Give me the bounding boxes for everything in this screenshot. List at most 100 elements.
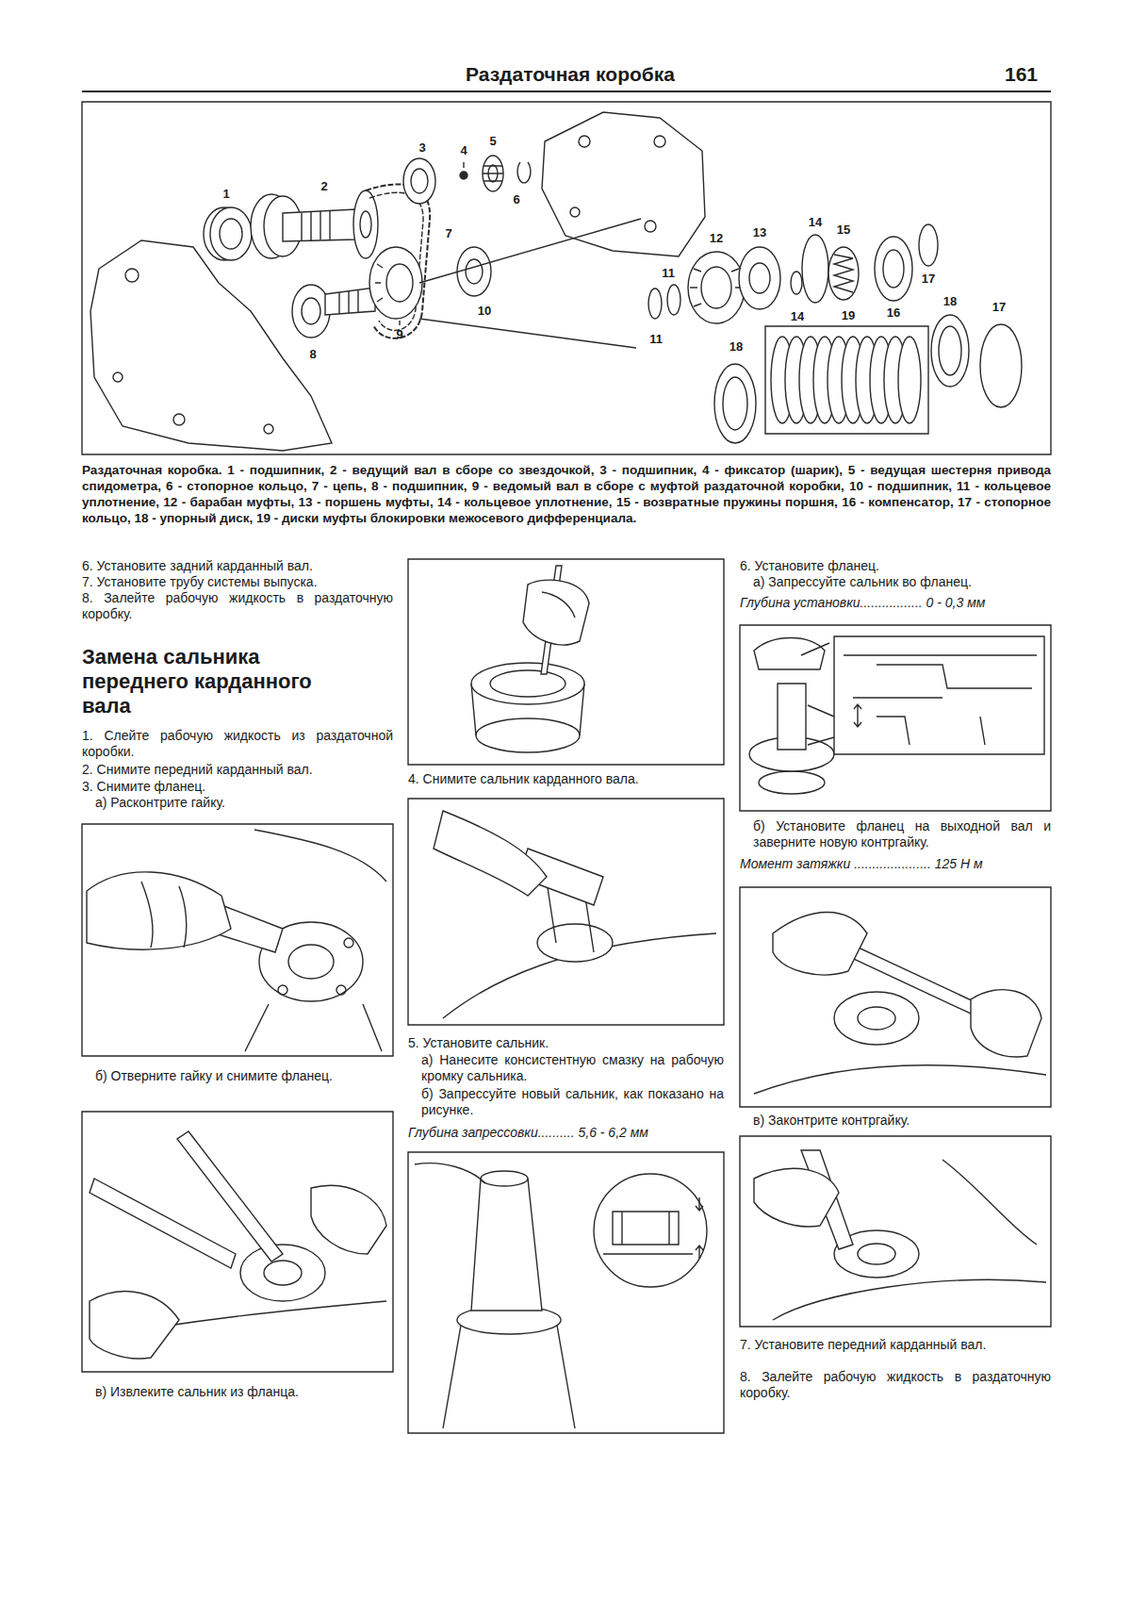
exploded-view-part [462, 162, 464, 168]
exploded-view-part [369, 192, 424, 330]
figure-remove-seal [408, 558, 724, 765]
substep-text: в) Извлеките сальник из фланца. [81, 1383, 394, 1400]
exploded-view-part [898, 336, 921, 424]
figure-tighten-nut-part [739, 886, 1051, 1107]
figure-unlock-nut-part [344, 937, 354, 948]
figure-remove-seal-from-flange-part [89, 1178, 236, 1268]
callout-number: 6 [507, 191, 526, 209]
exploded-view-part [90, 240, 332, 451]
exploded-view-part [263, 424, 274, 434]
figure-press-seal [408, 1151, 724, 1433]
exploded-view-part [749, 262, 771, 294]
figure-remove-seal-part [541, 591, 575, 618]
figure-press-flange-seal-part [739, 624, 1051, 811]
callout-number: 2 [314, 178, 334, 196]
exploded-view-part [570, 207, 580, 217]
figure-press-seal-part [408, 1151, 724, 1433]
exploded-view-part [292, 284, 330, 338]
figure-unlock-nut-part [86, 871, 231, 950]
substep-text: а) Запрессуйте сальник во фланец. [739, 573, 1051, 591]
exploded-view-part [125, 268, 139, 282]
figure-stake-nut-part [739, 1135, 1051, 1327]
page-number: 161 [1004, 62, 1052, 87]
substep-text: а) Нанесите консистентную смазку на рабо… [408, 1051, 724, 1084]
substep-text: б) Запрессуйте новый сальник, как показа… [408, 1085, 724, 1118]
figure-remove-seal-part [523, 579, 590, 645]
exploded-view-part [688, 251, 745, 324]
figure-unlock-nut-part [288, 944, 334, 979]
exploded-view-part [360, 211, 372, 238]
exploded-view-part [874, 236, 913, 301]
section-heading: Замена сальника переднего карданного вал… [81, 644, 365, 719]
figure-tighten-nut-part [834, 991, 919, 1045]
callout-number: 13 [750, 224, 770, 242]
exploded-view-part [648, 288, 662, 319]
figure-press-seal-part [442, 1319, 575, 1428]
callout-number: 9 [390, 326, 410, 344]
figure-remove-seal-part [490, 670, 566, 697]
step-text: 4. Снимите сальник карданного вала. [408, 770, 724, 787]
figure-tighten-nut-part [857, 1006, 896, 1030]
exploded-view-part [980, 324, 1022, 408]
exploded-view-part [689, 268, 743, 307]
exploded-view-part [386, 263, 413, 302]
figure-press-seal-part [471, 1178, 542, 1311]
exploded-view-part [883, 249, 904, 288]
callout-number: 4 [454, 142, 474, 160]
figure-press-flange-seal-part [754, 638, 825, 671]
exploded-view-part [765, 326, 929, 434]
exploded-view-part [644, 220, 656, 232]
figure-remove-seal-from-flange-part [311, 1184, 387, 1254]
callout-number: 17 [989, 298, 1009, 316]
exploded-view-part [459, 171, 468, 180]
exploded-view-part [457, 246, 492, 296]
step-text: 6. Установите фланец. [739, 557, 1051, 574]
callout-number: 7 [439, 225, 459, 243]
exploded-view-part [714, 363, 756, 443]
figure-press-flange-seal [739, 624, 1051, 811]
step-text: 8. Залейте рабочую жидкость в раздаточну… [739, 1368, 1051, 1401]
figure-press-seal-part [480, 1170, 528, 1186]
exploded-view-part [113, 372, 123, 382]
figure-remove-seal-from-flange-part [263, 1260, 302, 1285]
exploded-view-part [738, 246, 781, 310]
callout-number: 14 [805, 213, 825, 231]
exploded-view-part [482, 155, 504, 192]
figure-stake-nut-part [857, 1243, 896, 1264]
figure-press-flange-seal-part [807, 704, 835, 745]
figure-install-seal-part [433, 810, 547, 896]
callout-number: 8 [303, 345, 323, 363]
exploded-view-part [931, 314, 969, 387]
step-text: 7. Установите передний карданный вал. [739, 1336, 1051, 1353]
exploded-view-part [419, 218, 641, 283]
figure-remove-seal-from-flange-part [81, 1111, 394, 1372]
callout-number: 19 [838, 307, 858, 325]
figure-press-flange-seal-part [801, 642, 830, 656]
exploded-view-part [541, 112, 705, 257]
figure-unlock-nut-part [81, 823, 394, 1056]
callout-number: 18 [940, 293, 960, 311]
exploded-view-part [325, 287, 376, 315]
figure-unlock-nut-part [141, 881, 187, 948]
figure-press-flange-seal-part [853, 704, 862, 727]
exploded-view-part [398, 320, 400, 326]
figure-press-seal-part [414, 1163, 486, 1183]
step-text: 5. Установите сальник. [408, 1034, 724, 1051]
figure-remove-seal-part [408, 558, 724, 765]
callout-number: 11 [646, 330, 666, 348]
substep-text: б) Установите фланец на выходной вал и з… [739, 818, 1051, 851]
figure-remove-seal-from-flange [81, 1111, 394, 1372]
callout-number: 18 [726, 338, 746, 356]
figure-install-seal-part [408, 798, 724, 1025]
exploded-view-part [918, 224, 938, 266]
exploded-view-part [410, 168, 428, 194]
figure-caption: Раздаточная коробка. 1 - подшипник, 2 - … [81, 461, 1051, 526]
exploded-view-part [419, 318, 637, 348]
exploded-view-part [210, 207, 252, 261]
figure-unlock-nut-part [254, 829, 387, 882]
exploded-view-part [790, 271, 803, 295]
figure-remove-seal-from-flange-part [89, 1291, 180, 1359]
exploded-view-part [282, 209, 357, 242]
figure-press-flange-seal-part [843, 655, 1037, 745]
figure-unlock-nut-part [245, 1003, 382, 1051]
